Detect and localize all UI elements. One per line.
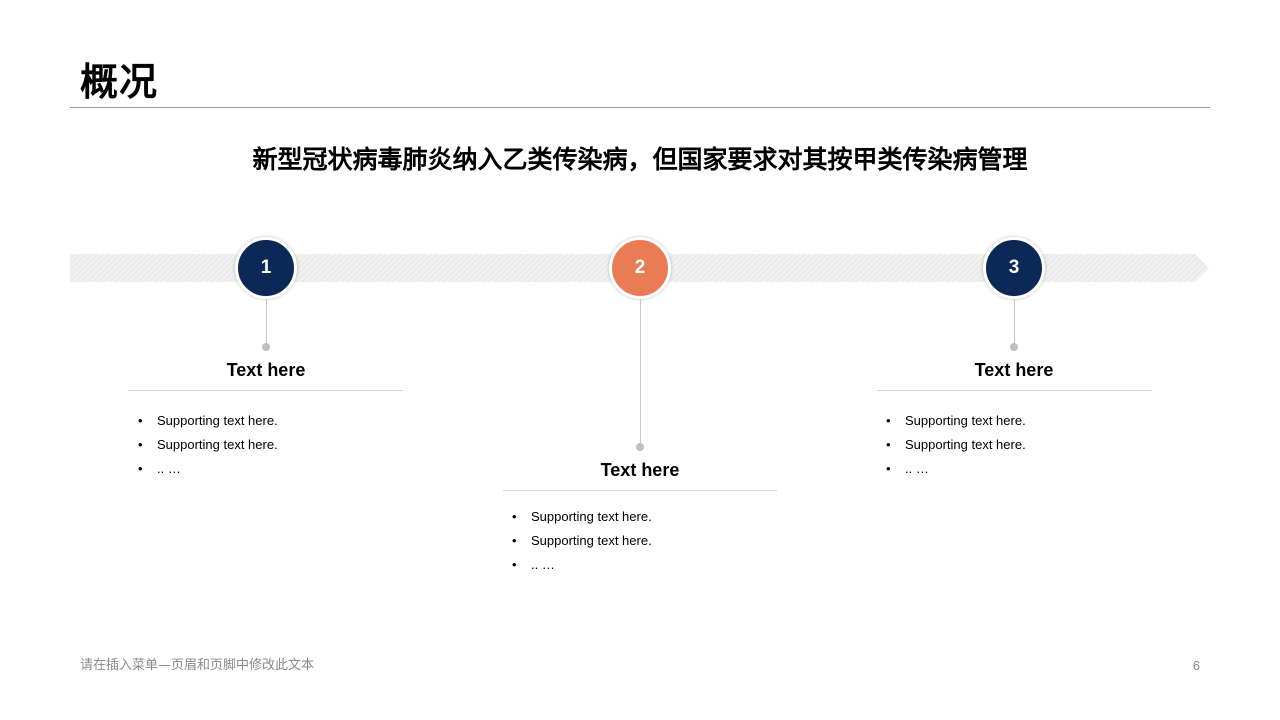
bullet-icon: • [886, 461, 891, 476]
list-item: •.. … [877, 457, 1151, 481]
list-item: •.. … [503, 553, 777, 577]
step-1-heading: Text here [129, 358, 403, 391]
headline: 新型冠状病毒肺炎纳入乙类传染病，但国家要求对其按甲类传染病管理 [252, 145, 1028, 174]
list-item: •Supporting text here. [503, 529, 777, 553]
step-3-marker: 3 [983, 237, 1045, 299]
list-item: •Supporting text here. [877, 433, 1151, 457]
step-3-connector [1014, 299, 1015, 345]
step-2-card: Text here •Supporting text here. •Suppor… [503, 458, 777, 577]
bullet-icon: • [138, 413, 143, 428]
step-3-dot [1010, 343, 1018, 351]
step-2-number: 2 [634, 257, 646, 278]
bullet-icon: • [886, 413, 891, 428]
step-2-dot [636, 443, 644, 451]
step-2-marker: 2 [609, 237, 671, 299]
list-item: •Supporting text here. [129, 409, 403, 433]
bullet-icon: • [512, 509, 517, 524]
bullet-icon: • [886, 437, 891, 452]
step-1-number: 1 [260, 257, 272, 278]
list-item: •Supporting text here. [503, 505, 777, 529]
bullet-icon: • [512, 557, 517, 572]
title-divider [70, 107, 1210, 108]
step-1-connector [266, 299, 267, 345]
step-3-number: 3 [1008, 257, 1020, 278]
step-3-card: Text here •Supporting text here. •Suppor… [877, 358, 1151, 481]
step-1-marker: 1 [235, 237, 297, 299]
step-1-dot [262, 343, 270, 351]
step-1-bullet-list: •Supporting text here. •Supporting text … [129, 409, 403, 481]
step-3-heading: Text here [877, 358, 1151, 391]
slide-title: 概况 [80, 60, 159, 104]
step-2-bullet-list: •Supporting text here. •Supporting text … [503, 505, 777, 577]
bullet-icon: • [138, 461, 143, 476]
page-number: 6 [1192, 658, 1200, 673]
bullet-icon: • [512, 533, 517, 548]
step-2-heading: Text here [503, 458, 777, 491]
step-3-bullet-list: •Supporting text here. •Supporting text … [877, 409, 1151, 481]
step-2-connector [640, 299, 641, 445]
step-1-card: Text here •Supporting text here. •Suppor… [129, 358, 403, 481]
list-item: •Supporting text here. [129, 433, 403, 457]
bullet-icon: • [138, 437, 143, 452]
list-item: •Supporting text here. [877, 409, 1151, 433]
list-item: •.. … [129, 457, 403, 481]
footer-text: 请在插入菜单—页眉和页脚中修改此文本 [80, 658, 315, 673]
